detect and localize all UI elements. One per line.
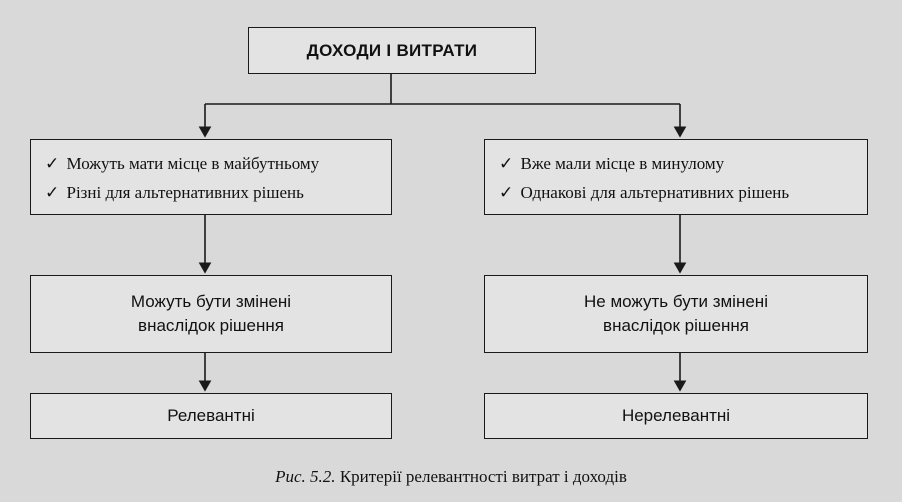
diagram-title: ДОХОДИ І ВИТРАТИ: [306, 40, 478, 60]
right-changeability-box: Не можуть бути змінені внаслідок рішення: [484, 275, 868, 353]
left-middle-line-2: внаслідок рішення: [138, 316, 284, 335]
right-criterion-1: ✓ Вже мали місце в минулому: [499, 154, 725, 173]
checkmark-icon: ✓: [45, 154, 60, 173]
irrelevant-label: Нерелевантні: [621, 406, 731, 425]
right-criteria-box: ✓ Вже мали місце в минулому ✓ Однакові д…: [484, 139, 868, 215]
figure-label: Рис. 5.2.: [275, 467, 336, 486]
left-criteria-box: ✓ Можуть мати місце в майбутньому ✓ Різн…: [30, 139, 392, 215]
right-middle-line-1: Не можуть бути змінені: [584, 292, 768, 311]
left-changeability-box: Можуть бути змінені внаслідок рішення: [30, 275, 392, 353]
figure-caption: Рис. 5.2. Критерії релевантності витрат …: [0, 467, 902, 487]
checkmark-icon: ✓: [499, 183, 514, 202]
left-criterion-1: ✓ Можуть мати місце в майбутньому: [45, 154, 320, 173]
left-middle-line-1: Можуть бути змінені: [130, 292, 292, 311]
left-criterion-2: ✓ Різні для альтернативних рішень: [45, 183, 304, 202]
relevant-label: Релевантні: [167, 406, 255, 425]
checkmark-icon: ✓: [45, 183, 60, 202]
checkmark-icon: ✓: [499, 154, 514, 173]
diagram-title-box: ДОХОДИ І ВИТРАТИ: [248, 27, 536, 74]
right-criterion-2: ✓ Однакові для альтернативних рішень: [499, 183, 790, 202]
right-middle-line-2: внаслідок рішення: [603, 316, 749, 335]
figure-caption-text: Критерії релевантності витрат і доходів: [339, 467, 627, 486]
relevant-result-box: Релевантні: [30, 393, 392, 439]
irrelevant-result-box: Нерелевантні: [484, 393, 868, 439]
